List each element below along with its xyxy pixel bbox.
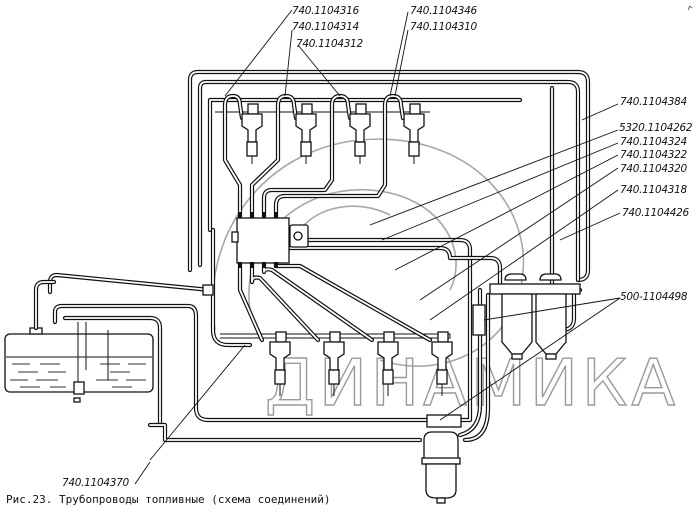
low-pressure-lines (287, 237, 583, 443)
part-label: 740.1104322 (620, 149, 687, 161)
supply-lines (47, 227, 433, 443)
inline-connector (472, 304, 486, 336)
injector-upper-3 (349, 103, 371, 164)
tee-junction (202, 284, 214, 296)
injector-upper-1 (241, 103, 263, 164)
part-label: 740.1104346 (410, 5, 477, 17)
fuel-tank (4, 279, 154, 403)
part-label: 740.1104426 (622, 207, 689, 219)
part-label: 740.1104312 (296, 38, 363, 50)
figure-caption: Рис.23. Трубопроводы топливные (схема со… (6, 493, 331, 506)
injector-lower-4 (431, 331, 453, 396)
injector-upper-4 (403, 103, 425, 164)
inline-hose-joint (426, 414, 462, 428)
injector-lower-2 (323, 331, 345, 396)
fine-filter-assembly (489, 273, 581, 360)
part-label: 740.1104320 (620, 163, 687, 175)
part-label: 740.1104384 (620, 96, 687, 108)
part-label: 740.1104316 (292, 5, 359, 17)
part-label: 740.1104370 (62, 477, 129, 489)
part-label: 740.1104314 (292, 21, 359, 33)
injector-lower-1 (269, 331, 291, 396)
high-pressure-lines-upper (222, 93, 406, 238)
part-label: 5320.1104262 (619, 122, 693, 134)
injection-pump (231, 212, 309, 268)
part-label: 740.1104310 (410, 21, 477, 33)
coarse-filter (421, 431, 461, 504)
injector-upper-2 (295, 103, 317, 164)
corner-mark: r- (688, 4, 693, 12)
part-label: 740.1104318 (620, 184, 687, 196)
leader-lines (149, 9, 621, 461)
return-pipe-outer (187, 69, 591, 283)
injector-lower-3 (377, 331, 399, 396)
part-label: 500-1104498 (620, 291, 688, 303)
high-pressure-lines-lower (237, 259, 433, 343)
part-label: 740.1104324 (620, 136, 687, 148)
